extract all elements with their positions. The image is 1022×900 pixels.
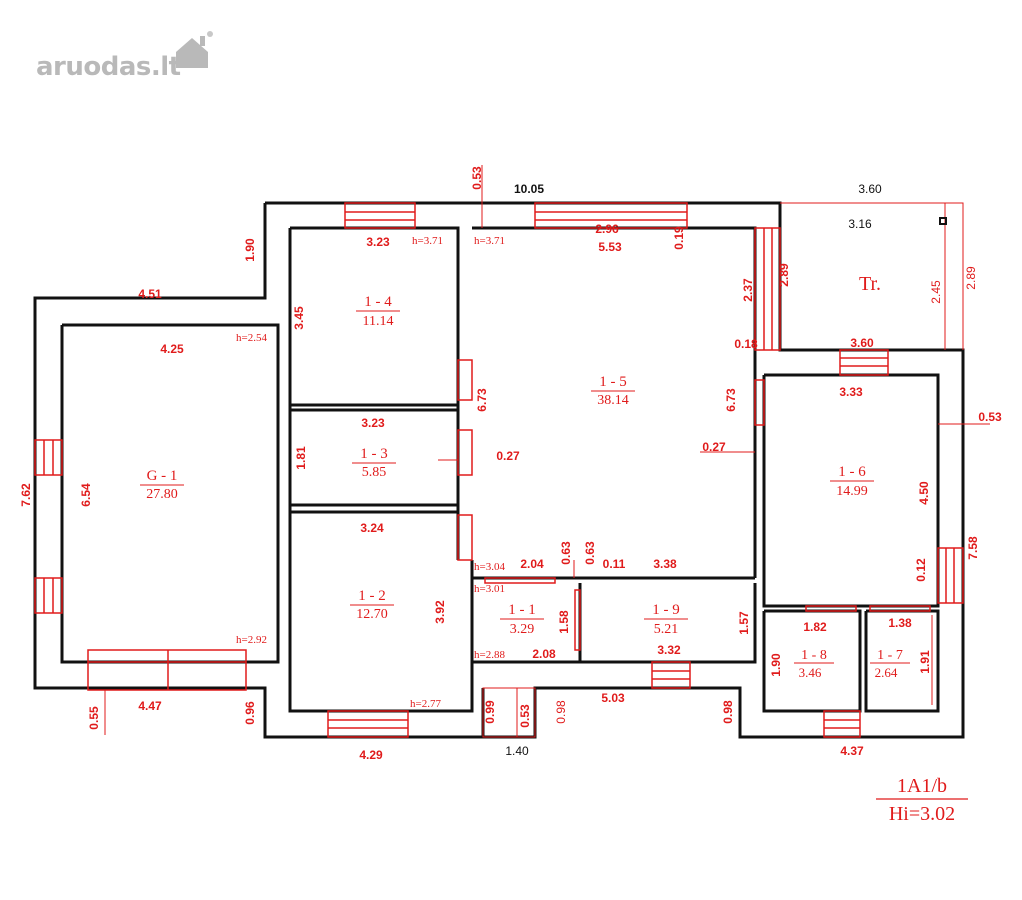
room-id-g1: G - 1: [147, 468, 178, 484]
logo-wordmark: aruodas.lt: [36, 52, 181, 82]
svg-text:1.40: 1.40: [505, 744, 529, 758]
svg-text:7.62: 7.62: [19, 483, 33, 507]
svg-text:h=3.01: h=3.01: [474, 583, 505, 595]
room-id-1-8: 1 - 8: [801, 648, 827, 663]
svg-text:1.57: 1.57: [737, 611, 751, 635]
svg-text:1.82: 1.82: [803, 620, 827, 634]
svg-text:4.51: 4.51: [138, 287, 162, 301]
svg-text:0.11: 0.11: [603, 557, 626, 571]
svg-text:0.98: 0.98: [554, 700, 568, 724]
svg-text:3.60: 3.60: [850, 336, 874, 350]
room-labels: G - 1 27.80 1 - 4 11.14 1 - 3 5.85 1 - 2…: [140, 273, 910, 680]
svg-text:3.23: 3.23: [361, 416, 385, 430]
svg-text:h=2.77: h=2.77: [410, 698, 441, 710]
svg-text:h=3.04: h=3.04: [474, 561, 505, 573]
svg-text:h=3.71: h=3.71: [412, 235, 443, 247]
room-id-1-4: 1 - 4: [364, 294, 392, 310]
svg-text:0.96: 0.96: [243, 701, 257, 725]
svg-text:2.89: 2.89: [777, 263, 791, 287]
svg-text:0.98: 0.98: [721, 700, 735, 724]
svg-text:3.23: 3.23: [366, 235, 390, 249]
svg-text:7.58: 7.58: [966, 536, 980, 560]
svg-text:0.53: 0.53: [978, 410, 1002, 424]
svg-text:10.05: 10.05: [514, 182, 544, 196]
plan-code-line1: 1A1/b: [897, 775, 947, 797]
svg-text:1.90: 1.90: [243, 238, 257, 262]
room-area-1-1: 3.29: [510, 622, 535, 637]
svg-text:0.27: 0.27: [702, 440, 726, 454]
svg-text:h=3.71: h=3.71: [474, 235, 505, 247]
svg-text:0.53: 0.53: [470, 166, 484, 190]
room-area-1-6: 14.99: [836, 484, 868, 499]
room-id-1-3: 1 - 3: [360, 446, 388, 462]
room-id-1-5: 1 - 5: [599, 374, 627, 390]
svg-text:3.24: 3.24: [360, 521, 384, 535]
plan-code-label: 1A1/b Hi=3.02: [876, 775, 968, 825]
plan-code-line2: Hi=3.02: [889, 803, 955, 825]
svg-text:3.38: 3.38: [653, 557, 677, 571]
ceiling-heights: h=2.54 h=3.71 h=3.71 h=2.92 h=2.77 h=3.0…: [236, 235, 505, 710]
svg-text:2.04: 2.04: [520, 557, 544, 571]
svg-text:6.73: 6.73: [724, 388, 738, 412]
room-area-1-9: 5.21: [654, 622, 679, 637]
svg-text:0.99: 0.99: [483, 700, 497, 724]
svg-text:0.53: 0.53: [518, 704, 532, 728]
svg-text:3.16: 3.16: [848, 217, 872, 231]
room-area-1-2: 12.70: [356, 607, 388, 622]
svg-text:2.96: 2.96: [595, 222, 619, 236]
room-area-1-5: 38.14: [597, 393, 629, 408]
svg-text:1.90: 1.90: [769, 653, 783, 677]
svg-text:3.45: 3.45: [292, 306, 306, 330]
svg-text:3.32: 3.32: [657, 643, 681, 657]
room-id-1-7: 1 - 7: [877, 648, 903, 663]
svg-text:0.63: 0.63: [559, 541, 573, 565]
svg-text:2.37: 2.37: [741, 278, 755, 302]
svg-text:4.25: 4.25: [160, 342, 184, 356]
window-marks: [34, 202, 964, 738]
svg-text:h=2.54: h=2.54: [236, 332, 267, 344]
svg-text:0.19: 0.19: [672, 226, 686, 250]
dimension-labels: 0.53 10.05 3.60 3.16 2.45 2.89 1.90 3.23…: [19, 166, 1002, 762]
room-id-terrace: Tr.: [859, 273, 881, 295]
terrace-guides: [104, 165, 990, 738]
svg-text:3.33: 3.33: [839, 385, 863, 399]
svg-text:0.18: 0.18: [734, 337, 758, 351]
svg-text:1.38: 1.38: [888, 616, 912, 630]
svg-text:3.92: 3.92: [433, 600, 447, 624]
house-icon: [176, 31, 213, 68]
svg-text:0.55: 0.55: [87, 706, 101, 730]
svg-text:4.29: 4.29: [359, 748, 383, 762]
svg-text:0.27: 0.27: [496, 449, 520, 463]
svg-text:1.91: 1.91: [918, 650, 932, 674]
svg-text:4.37: 4.37: [840, 744, 864, 758]
room-id-1-1: 1 - 1: [508, 602, 536, 618]
svg-text:2.89: 2.89: [964, 266, 978, 290]
room-area-g1: 27.80: [146, 487, 178, 502]
svg-text:5.03: 5.03: [601, 691, 625, 705]
svg-text:4.50: 4.50: [917, 481, 931, 505]
svg-text:h=2.88: h=2.88: [474, 649, 505, 661]
svg-text:4.47: 4.47: [138, 699, 162, 713]
room-id-1-2: 1 - 2: [358, 588, 386, 604]
svg-text:5.53: 5.53: [598, 240, 622, 254]
svg-text:6.73: 6.73: [475, 388, 489, 412]
svg-text:0.63: 0.63: [583, 541, 597, 565]
svg-text:2.45: 2.45: [929, 280, 943, 304]
svg-text:3.60: 3.60: [858, 182, 882, 196]
room-id-1-9: 1 - 9: [652, 602, 680, 618]
svg-text:0.12: 0.12: [914, 558, 928, 582]
room-area-1-8: 3.46: [799, 665, 822, 680]
room-area-1-3: 5.85: [362, 465, 387, 480]
room-area-1-4: 11.14: [363, 314, 394, 329]
room-id-1-6: 1 - 6: [838, 464, 866, 480]
svg-text:1.81: 1.81: [294, 446, 308, 470]
svg-text:1.58: 1.58: [557, 610, 571, 634]
svg-text:6.54: 6.54: [79, 483, 93, 507]
svg-text:2.08: 2.08: [532, 647, 556, 661]
svg-text:h=2.92: h=2.92: [236, 634, 267, 646]
room-area-1-7: 2.64: [875, 665, 898, 680]
